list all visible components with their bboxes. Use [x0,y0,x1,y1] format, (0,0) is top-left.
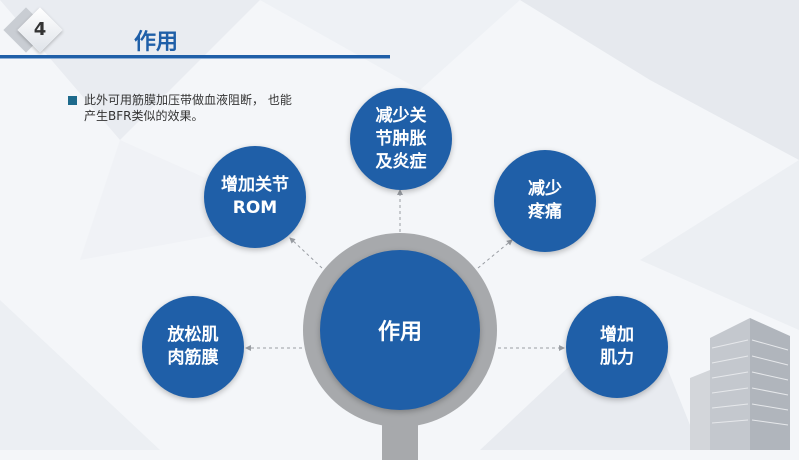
node-increase-rom: 增加关节 ROM [204,146,306,248]
section-number: 4 [33,19,47,40]
title-underline [0,55,390,58]
bullet-text: 此外可用筋膜加压带做血液阻断， 也能 产生BFR类似的效果。 [84,93,292,123]
page-title: 作用 [134,30,179,55]
arrow-to-reduce-pain [477,239,513,269]
title-underline-thin [0,58,390,59]
connector-arrows [245,189,565,351]
node-reduce-pain: 减少 疼痛 [494,150,596,252]
node-increase-strength: 增加 肌力 [566,296,668,398]
arrow-to-increase-rom [289,237,323,269]
node-relax-fascia: 放松肌 肉筋膜 [142,296,244,398]
building-illustration [690,318,790,450]
node-reduce-swelling: 减少关 节肿胀 及炎症 [350,88,452,190]
bullet-marker [68,96,77,105]
center-circle: 作用 [320,250,480,410]
